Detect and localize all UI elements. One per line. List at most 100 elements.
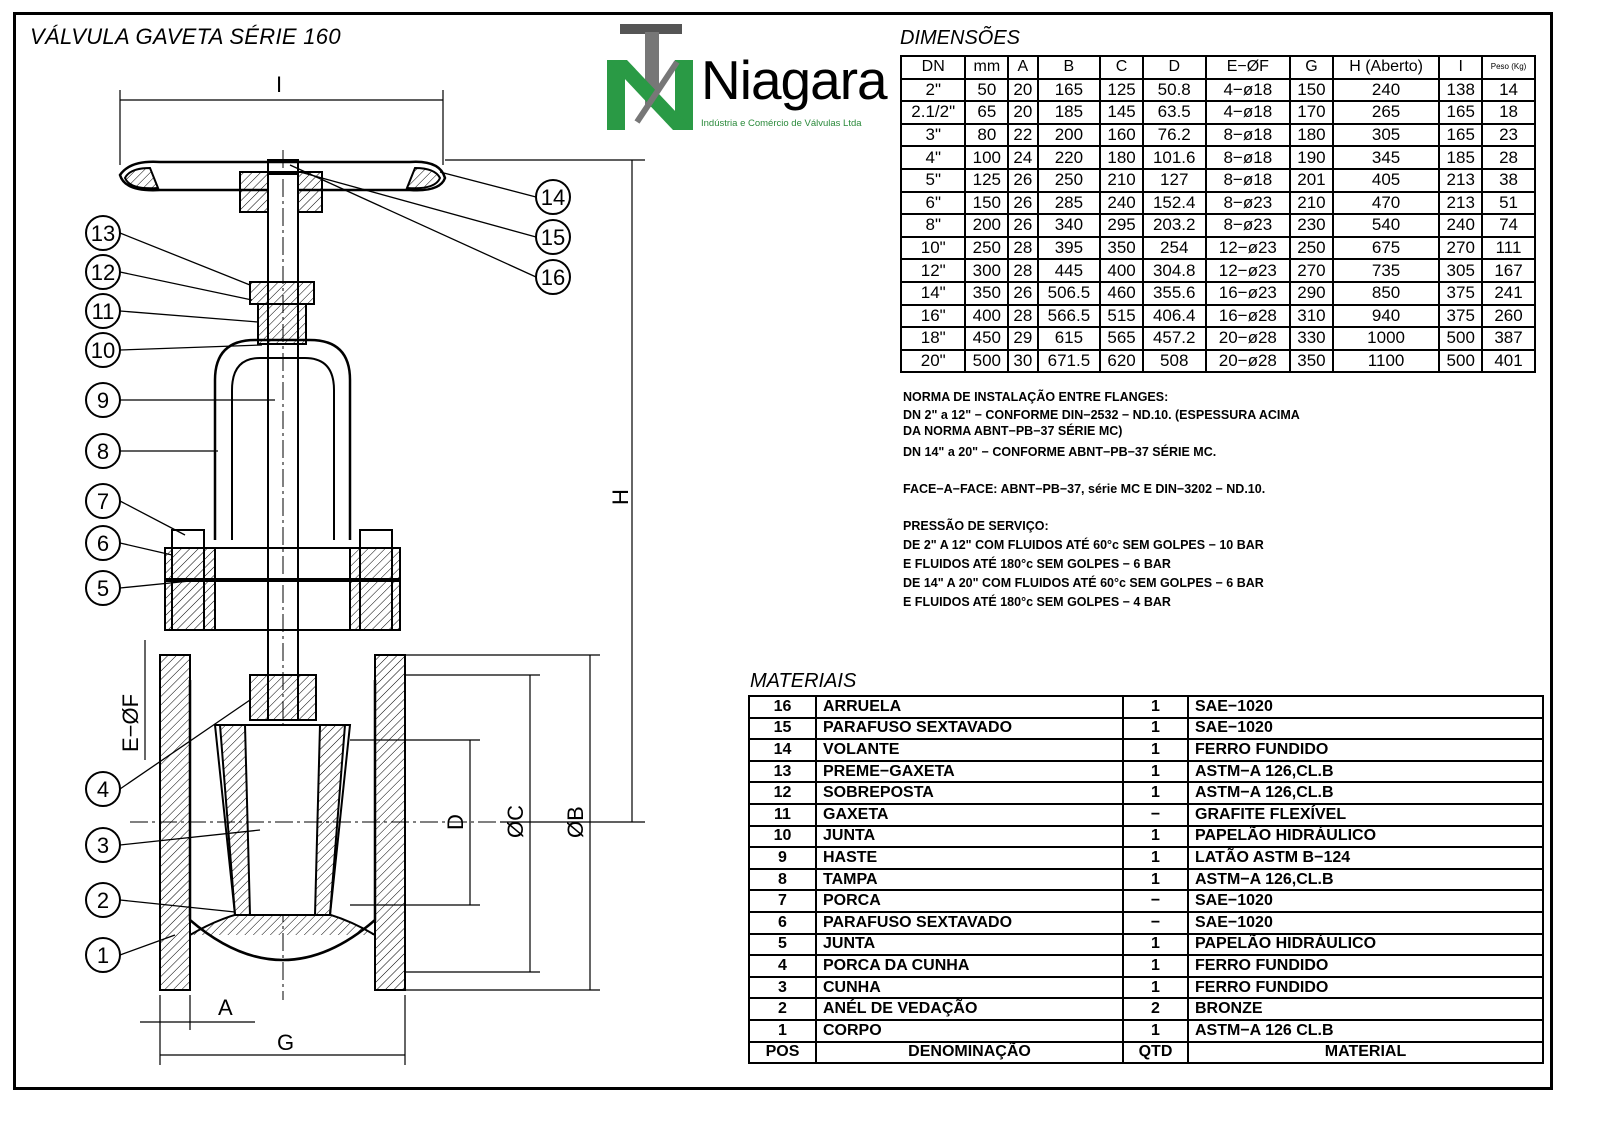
leader-line [119, 934, 176, 956]
balloon-circle [85, 882, 121, 918]
dim-cell: 150 [964, 190, 1010, 216]
dim-cell: 395 [1036, 235, 1102, 261]
note-install-title: NORMA DE INSTALAÇÃO ENTRE FLANGES: [903, 390, 1169, 404]
dim-cell: 152.4 [1141, 190, 1207, 216]
dim-cell: 201 [1289, 167, 1334, 193]
balloon-circle [85, 433, 121, 469]
note-face: FACE−A−FACE: ABNT−PB−37, série MC E DIN−… [903, 482, 1266, 496]
dim-cell: 350 [1099, 235, 1144, 261]
materials-cell: POS [748, 1040, 817, 1065]
dim-cell: 735 [1331, 258, 1441, 283]
dim-cell: 26 [1007, 167, 1039, 193]
materials-cell: 1 [1122, 781, 1189, 805]
dim-cell: 8−ø18 [1204, 167, 1292, 193]
dim-cell: 310 [1289, 303, 1334, 329]
materials-cell: BRONZE [1187, 997, 1544, 1021]
dim-cell: 304.8 [1141, 258, 1207, 283]
dim-cell: 14 [1481, 77, 1536, 103]
leader-line [439, 171, 537, 198]
note-pressure-4: E FLUIDOS ATÉ 180°c SEM GOLPES − 4 BAR [903, 595, 1171, 609]
dim-cell: 165 [1438, 122, 1484, 148]
dim-cell: 160 [1099, 122, 1144, 148]
dim-cell: 850 [1331, 280, 1441, 306]
dim-cell: 940 [1331, 303, 1441, 329]
dim-cell: 30 [1007, 348, 1039, 374]
dim-label-b: ØB [563, 806, 588, 838]
dim-header-cell: mm [964, 55, 1010, 80]
logo-tagline: Indústria e Comércio de Válvulas Ltda [701, 118, 862, 129]
dim-header-cell: I [1438, 55, 1484, 80]
dim-cell: 355.6 [1141, 280, 1207, 306]
dim-cell: 250 [964, 235, 1010, 261]
dim-cell: 138 [1438, 77, 1484, 103]
dim-cell: 16−ø28 [1204, 303, 1292, 329]
leader-line [119, 899, 236, 913]
materials-cell: − [1122, 910, 1189, 935]
dim-cell: 185 [1438, 145, 1484, 170]
dimension-lines [119, 90, 645, 1065]
materials-cell: JUNTA [815, 824, 1124, 849]
dim-cell: 20 [1007, 77, 1039, 103]
dim-cell: 1100 [1331, 348, 1441, 374]
dim-cell: 285 [1036, 190, 1102, 216]
logo-brand-name: Niagara [701, 49, 888, 111]
dim-cell: 167 [1481, 258, 1536, 283]
dim-cell: 65 [964, 100, 1010, 125]
dim-cell: 18" [899, 326, 967, 351]
dim-label-h: H [608, 489, 633, 505]
dim-label-i: I [276, 72, 282, 97]
materials-cell: MATERIAL [1187, 1040, 1544, 1065]
dim-label-g: G [277, 1030, 294, 1055]
leader-line [119, 699, 251, 790]
dim-cell: 401 [1481, 348, 1536, 374]
balloon-circle [85, 570, 121, 606]
dim-cell: 16" [899, 303, 967, 329]
dim-cell: 350 [964, 280, 1010, 306]
dim-cell: 200 [964, 213, 1010, 238]
dim-cell: 615 [1036, 326, 1102, 351]
dim-cell: 74 [1481, 213, 1536, 238]
balloon-circle [85, 525, 121, 561]
dim-cell: 265 [1331, 100, 1441, 125]
dim-header-cell: C [1099, 55, 1144, 80]
dim-cell: 23 [1481, 122, 1536, 148]
balloon-12: 12 [85, 254, 253, 301]
dim-cell: 24 [1007, 145, 1039, 170]
balloon-8: 8 [85, 433, 218, 469]
dim-label-d: D [443, 814, 468, 830]
materials-cell: QTD [1122, 1040, 1189, 1065]
dim-cell: 76.2 [1141, 122, 1207, 148]
dim-cell: 300 [964, 258, 1010, 283]
balloon-13: 13 [85, 215, 251, 286]
note-install-2: DN 14" a 20" − CONFORME ABNT−PB−37 SÉRIE… [903, 445, 1217, 459]
dim-cell: 230 [1289, 213, 1334, 238]
leader-line [119, 232, 251, 286]
balloon-11: 11 [85, 293, 259, 329]
dim-header-cell: H (Aberto) [1331, 55, 1441, 80]
dim-cell: 330 [1289, 326, 1334, 351]
note-install-1b: DA NORMA ABNT−PB−37 SÉRIE MC) [903, 424, 1123, 438]
materials-cell: SAE−1020 [1187, 910, 1544, 935]
dim-cell: 18 [1481, 100, 1536, 125]
balloon-16: 16 [289, 164, 571, 295]
dim-cell: 515 [1099, 303, 1144, 329]
balloon-circle [85, 771, 121, 807]
dim-cell: 375 [1438, 303, 1484, 329]
leader-line [119, 579, 201, 589]
niagara-logo: Niagara Indústria e Comércio de Válvulas… [605, 22, 890, 137]
dim-header-cell: B [1036, 55, 1102, 80]
dim-cell: 28 [1007, 235, 1039, 261]
materials-cell: 3 [748, 975, 817, 1000]
balloon-number: 15 [541, 225, 565, 250]
balloon-9: 9 [85, 382, 275, 418]
dim-cell: 400 [964, 303, 1010, 329]
materials-cell: ASTM−A 126,CL.B [1187, 867, 1544, 892]
dim-cell: 565 [1099, 326, 1144, 351]
valve-section-drawing: I H D ØC ØB E−ØF A G 1234567891011121314… [85, 72, 645, 1065]
leader-line [119, 542, 173, 556]
